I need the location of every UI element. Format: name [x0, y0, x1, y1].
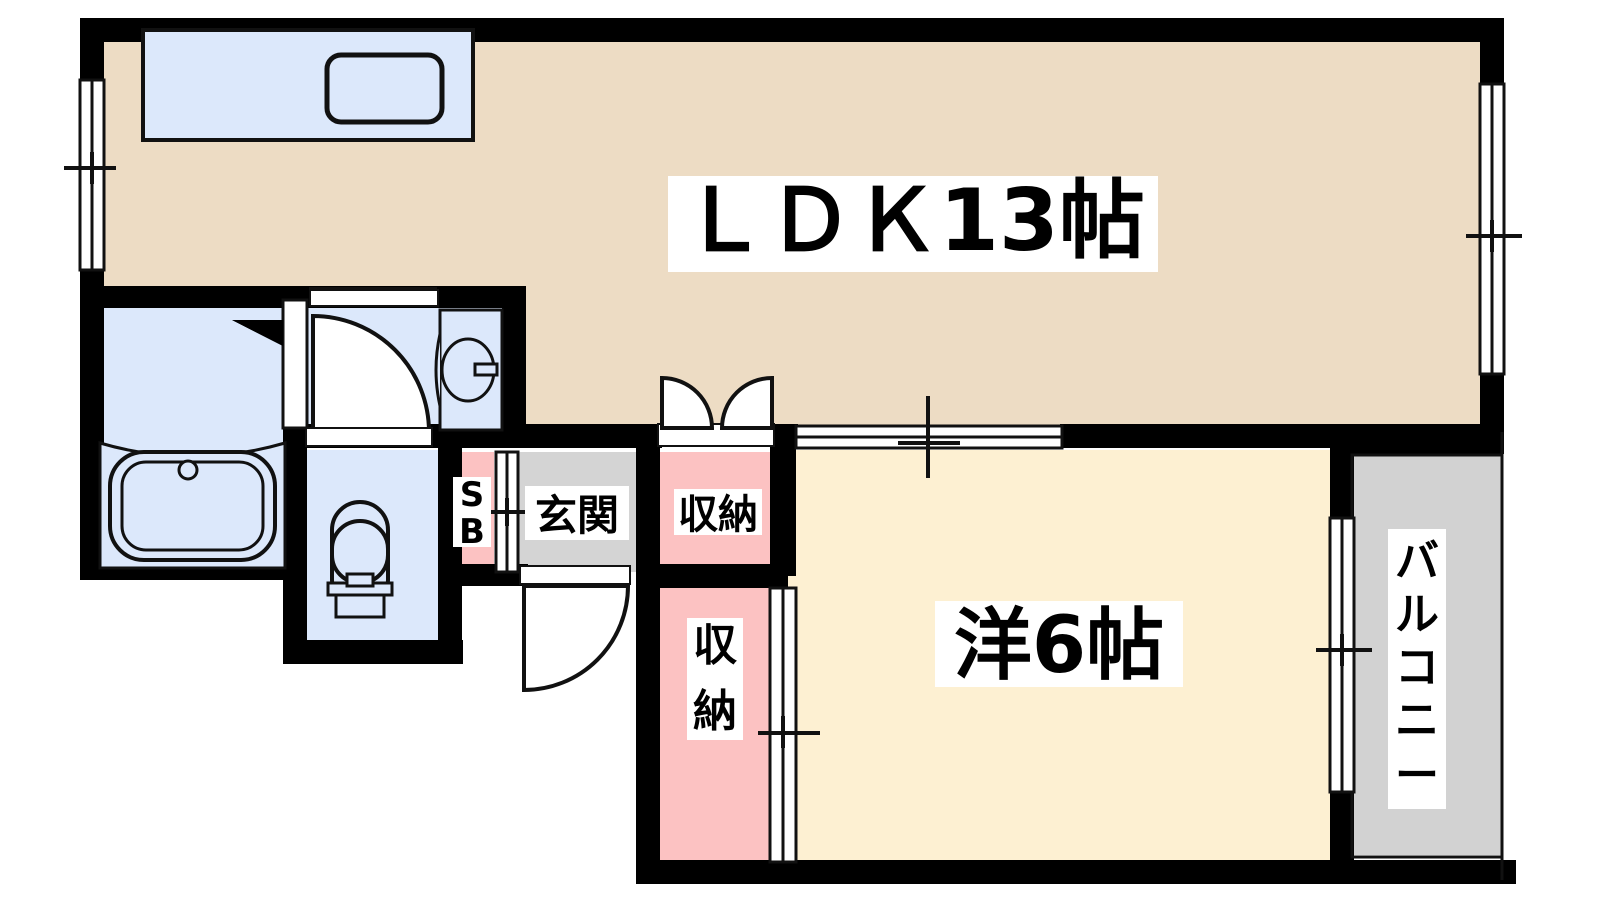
- wall-washroom-right: [502, 286, 526, 438]
- wall-closet-div: [636, 564, 788, 588]
- balcony-label-char2: ル: [1395, 589, 1439, 640]
- storage-lower-char2: 納: [693, 686, 737, 737]
- wall-bedroom-right-bot: [1330, 790, 1354, 864]
- bedroom-label: 洋6帖: [954, 601, 1164, 691]
- ldk-label: ＬＤＫ13帖: [681, 171, 1145, 271]
- storage-upper-label: 収納: [678, 492, 758, 538]
- shoebox-sliding-door[interactable]: [484, 450, 528, 574]
- entrance-label: 玄関: [535, 491, 619, 540]
- washroom-window: [309, 289, 439, 307]
- shoebox-label-line1: S: [460, 475, 485, 515]
- wall-toilet-bottom: [283, 640, 463, 664]
- entrance-door[interactable]: [519, 565, 631, 693]
- wall-toilet-left: [283, 424, 307, 664]
- balcony-label-bg: [1388, 529, 1446, 809]
- entrance-label-bg: [525, 486, 629, 540]
- balcony-window[interactable]: [1316, 516, 1372, 794]
- closet-lower-sliding-door[interactable]: [758, 586, 820, 864]
- kitchen-sink: [141, 28, 475, 142]
- storage-lower-label2: 納: [693, 686, 737, 737]
- storage-lower-label: 収: [693, 620, 737, 671]
- wall-balcony-top: [1352, 432, 1504, 454]
- bath-door[interactable]: [232, 298, 309, 430]
- wall-bedroom-right-top: [1330, 448, 1354, 520]
- wall-entrance-left: [438, 424, 454, 576]
- storage-upper-label-bg: [674, 489, 762, 535]
- faucet: [473, 362, 499, 377]
- bathtub-drain: [177, 459, 199, 481]
- wall-closet-right: [770, 448, 796, 576]
- toilet: [326, 500, 394, 619]
- balcony-label-char5: ー: [1395, 750, 1439, 801]
- vanity-sink: [434, 308, 504, 432]
- window-west-ldk[interactable]: [64, 78, 116, 272]
- sliding-partition[interactable]: [794, 396, 1064, 478]
- window-east-ldk[interactable]: [1466, 82, 1522, 376]
- balcony-label-char3: コ: [1395, 642, 1439, 693]
- shoebox-label-bg: [453, 477, 491, 547]
- storage-lower-label-bg: [687, 618, 743, 740]
- bedroom-label-bg: [935, 601, 1183, 687]
- ldk-label-bg: [668, 176, 1158, 272]
- closet-double-door[interactable]: [657, 375, 775, 447]
- storage-lower-char1: 収: [693, 620, 737, 671]
- wall-corridor-right: [636, 424, 660, 864]
- balcony-label-char4: ニ: [1395, 695, 1439, 746]
- shoebox-label-line2: B: [459, 512, 485, 552]
- bathtub: [98, 440, 287, 570]
- wall-ldk-right-upper: [1480, 18, 1504, 84]
- room-labels: ＬＤＫ13帖 洋6帖 玄関 S B 収納 収 納 バ ル コ ニ ー: [453, 171, 1446, 809]
- balcony-label-char1: バ: [1395, 536, 1439, 587]
- wall-bedroom-bottom: [636, 860, 1516, 884]
- wall-ldk-left-upper: [80, 18, 104, 80]
